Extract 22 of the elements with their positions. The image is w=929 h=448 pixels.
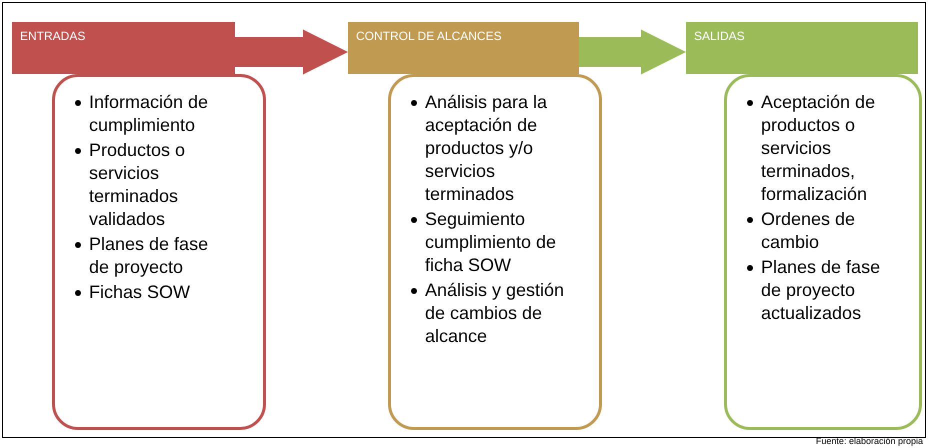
bullet-item: Información de cumplimiento	[73, 91, 233, 137]
bullet-item: Planes de fase de proyecto	[73, 233, 233, 279]
block-arrow	[233, 30, 348, 74]
header-label: ENTRADAS	[20, 29, 86, 43]
bullet-item: Ordenes de cambio	[745, 208, 889, 254]
bullet-item: Aceptación de productos o servicios terminados, formalización	[745, 91, 889, 206]
block-arrow	[577, 30, 686, 74]
list-card	[388, 74, 602, 430]
source-note: Fuente: elaboración propia	[816, 436, 923, 446]
header-bar	[686, 22, 918, 74]
list-card	[724, 74, 922, 430]
bullet-item: Fichas SOW	[73, 281, 233, 304]
header-bar	[12, 22, 235, 74]
bullet-item: Análisis y gestión de cambios de alcance	[409, 279, 569, 348]
bullet-item: Análisis para la aceptación de productos y/o servicios terminados	[409, 91, 569, 206]
header-label: SALIDAS	[694, 29, 745, 43]
bullet-item: Productos o servicios terminados validados	[73, 139, 233, 231]
header-label: CONTROL DE ALCANCES	[356, 29, 502, 43]
bullet-item: Seguimiento cumplimiento de ficha SOW	[409, 208, 569, 277]
bullet-item: Planes de fase de proyecto actualizados	[745, 256, 889, 325]
list-card	[52, 74, 266, 430]
header-bar	[348, 22, 579, 74]
